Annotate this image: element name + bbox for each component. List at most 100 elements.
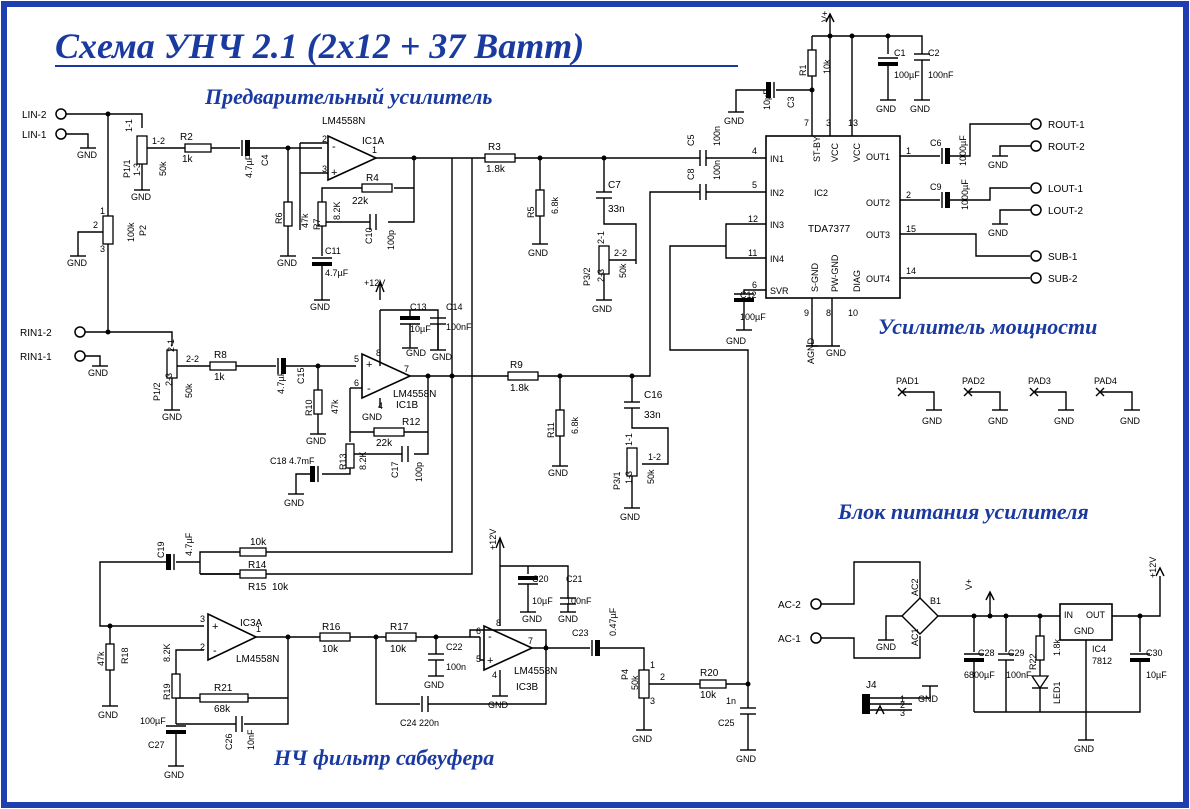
svg-text:12: 12 bbox=[748, 214, 758, 224]
svg-text:R1: R1 bbox=[798, 64, 808, 76]
svg-text:C21: C21 bbox=[566, 574, 583, 584]
svg-text:2: 2 bbox=[900, 700, 905, 710]
svg-text:C19: C19 bbox=[156, 541, 166, 558]
svg-text:LM4558N: LM4558N bbox=[514, 666, 557, 677]
svg-text:GND: GND bbox=[488, 700, 509, 710]
svg-text:2-3: 2-3 bbox=[164, 373, 174, 386]
svg-text:R8: R8 bbox=[214, 350, 227, 361]
svg-text:1000µF: 1000µF bbox=[960, 179, 970, 210]
svg-text:R2: R2 bbox=[180, 132, 193, 143]
svg-text:6800µF: 6800µF bbox=[964, 670, 995, 680]
svg-text:C5: C5 bbox=[686, 134, 696, 146]
svg-text:14: 14 bbox=[906, 266, 916, 276]
svg-text:IC4: IC4 bbox=[1092, 644, 1106, 654]
svg-text:LIN-2: LIN-2 bbox=[22, 110, 47, 121]
resistor-r16 bbox=[319, 632, 351, 642]
connector-rout1: ROUT-1 bbox=[1030, 118, 1085, 131]
svg-text:47k: 47k bbox=[300, 213, 310, 228]
connector-ac2: AC-2 bbox=[778, 598, 822, 611]
svg-text:C6: C6 bbox=[930, 138, 942, 148]
svg-text:R21: R21 bbox=[214, 683, 233, 694]
svg-text:1n: 1n bbox=[726, 696, 736, 706]
svg-text:GND: GND bbox=[988, 228, 1009, 238]
opamp-ic1a: - + LM4558N IC1A 2 3 1 bbox=[322, 116, 385, 182]
connector-rout2: ROUT-2 bbox=[1030, 140, 1085, 153]
svg-text:C25: C25 bbox=[718, 718, 735, 728]
svg-text:RIN1-1: RIN1-1 bbox=[20, 352, 52, 363]
svg-text:1-1: 1-1 bbox=[124, 119, 134, 132]
svg-text:100µF: 100µF bbox=[140, 716, 166, 726]
svg-text:8.2K: 8.2K bbox=[358, 451, 368, 470]
svg-text:GND: GND bbox=[98, 710, 119, 720]
connector-lout1: LOUT-1 bbox=[1030, 182, 1083, 195]
svg-text:R12: R12 bbox=[402, 417, 421, 428]
svg-text:GND: GND bbox=[406, 348, 427, 358]
svg-text:IC3B: IC3B bbox=[516, 682, 539, 693]
connector-lout2: LOUT-2 bbox=[1030, 204, 1083, 217]
svg-text:GND: GND bbox=[306, 436, 327, 446]
svg-text:IN3: IN3 bbox=[770, 220, 784, 230]
svg-text:1: 1 bbox=[256, 624, 261, 634]
svg-text:3: 3 bbox=[100, 244, 105, 254]
svg-text:V+: V+ bbox=[820, 11, 830, 22]
svg-text:1k: 1k bbox=[214, 372, 226, 383]
svg-text:GND: GND bbox=[284, 498, 305, 508]
svg-text:GND: GND bbox=[1054, 416, 1075, 426]
svg-text:DIAG: DIAG bbox=[852, 270, 862, 292]
svg-text:R15: R15 bbox=[248, 582, 267, 593]
svg-text:LED1: LED1 bbox=[1052, 681, 1062, 704]
svg-text:R9: R9 bbox=[510, 360, 523, 371]
svg-text:2-1: 2-1 bbox=[596, 231, 606, 244]
svg-text:LOUT-1: LOUT-1 bbox=[1048, 184, 1083, 195]
svg-text:IN1: IN1 bbox=[770, 154, 784, 164]
svg-text:R10: R10 bbox=[304, 399, 314, 416]
svg-text:+: + bbox=[487, 655, 493, 667]
svg-text:2: 2 bbox=[322, 134, 327, 144]
svg-text:C15: C15 bbox=[296, 367, 306, 384]
section-sub-filter: НЧ фильтр сабвуфера bbox=[273, 745, 494, 770]
svg-text:100p: 100p bbox=[386, 230, 396, 250]
svg-text:50k: 50k bbox=[184, 383, 194, 398]
gnd-label: GND bbox=[77, 150, 98, 160]
potentiometer-p1-2: GND P1/2 50k 2-1 2-2 2-3 bbox=[152, 339, 210, 422]
svg-text:10µF: 10µF bbox=[1146, 670, 1167, 680]
svg-text:1: 1 bbox=[906, 146, 911, 156]
svg-text:GND: GND bbox=[910, 104, 931, 114]
svg-text:RIN1-2: RIN1-2 bbox=[20, 328, 52, 339]
svg-text:GND: GND bbox=[1074, 744, 1095, 754]
svg-text:10k: 10k bbox=[822, 59, 832, 74]
svg-text:PAD1: PAD1 bbox=[896, 376, 919, 386]
svg-text:IC1B: IC1B bbox=[396, 400, 419, 411]
svg-text:P3/1: P3/1 bbox=[612, 471, 622, 490]
svg-text:4: 4 bbox=[752, 146, 757, 156]
svg-text:1000µF: 1000µF bbox=[958, 135, 968, 166]
svg-text:10µF: 10µF bbox=[762, 89, 772, 110]
svg-text:GND: GND bbox=[164, 770, 185, 780]
pad-1: PAD1 GND bbox=[896, 376, 943, 426]
svg-text:10k: 10k bbox=[390, 644, 407, 655]
svg-text:R3: R3 bbox=[488, 142, 501, 153]
svg-text:PAD4: PAD4 bbox=[1094, 376, 1117, 386]
svg-text:1: 1 bbox=[100, 206, 105, 216]
svg-text:IN2: IN2 bbox=[770, 188, 784, 198]
svg-text:GND: GND bbox=[522, 614, 543, 624]
svg-text:-: - bbox=[213, 645, 217, 657]
svg-text:6: 6 bbox=[476, 626, 481, 636]
svg-text:PAD3: PAD3 bbox=[1028, 376, 1051, 386]
svg-text:4.7µF: 4.7µF bbox=[276, 370, 286, 394]
svg-text:1k: 1k bbox=[182, 154, 194, 165]
svg-text:9: 9 bbox=[804, 308, 809, 318]
svg-text:ROUT-1: ROUT-1 bbox=[1048, 120, 1085, 131]
svg-text:GND: GND bbox=[548, 468, 569, 478]
svg-text:2-1: 2-1 bbox=[166, 339, 176, 352]
connector-sub2: SUB-2 bbox=[1030, 272, 1078, 285]
svg-text:1-2: 1-2 bbox=[648, 452, 661, 462]
svg-text:C13: C13 bbox=[410, 302, 427, 312]
svg-text:2-3: 2-3 bbox=[596, 269, 606, 282]
svg-text:5: 5 bbox=[752, 180, 757, 190]
svg-text:C27: C27 bbox=[148, 740, 165, 750]
svg-text:10: 10 bbox=[848, 308, 858, 318]
svg-text:GND: GND bbox=[988, 160, 1009, 170]
svg-text:C8: C8 bbox=[686, 168, 696, 180]
